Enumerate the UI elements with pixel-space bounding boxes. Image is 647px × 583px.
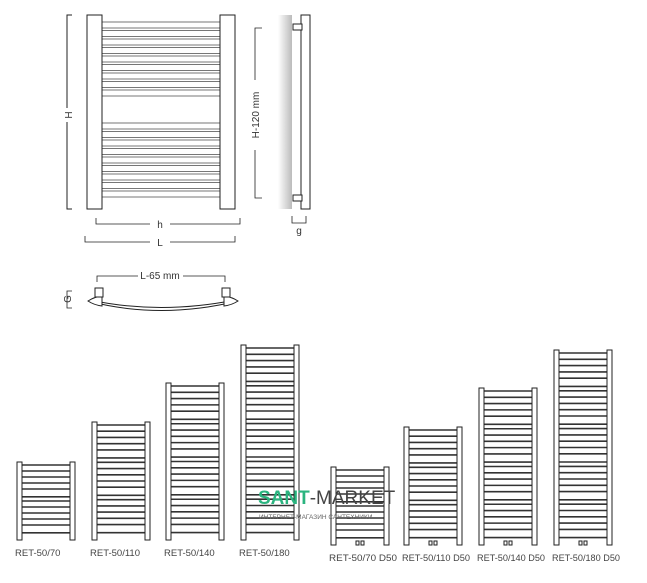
crossbar <box>101 81 221 88</box>
crossbar <box>101 165 221 172</box>
side-height-label: H-120 mm <box>251 92 262 139</box>
crossbar <box>101 122 221 130</box>
crossbar <box>101 21 221 29</box>
model-ret-50-110: RET-50/110 <box>90 421 151 559</box>
model-label: RET-50/180 D50 <box>552 553 620 564</box>
left-collector <box>91 421 98 541</box>
model-ret-50-140-d50: RET-50/140 D50 <box>477 387 545 564</box>
valve <box>428 540 433 546</box>
right-collector <box>144 421 151 541</box>
valve <box>508 540 513 546</box>
crossbar <box>101 38 221 46</box>
right-collector <box>531 387 538 546</box>
right-collector <box>383 466 390 546</box>
model-label: RET-50/70 <box>15 548 60 559</box>
crossbar <box>101 148 221 155</box>
watermark-brand-a: SANT <box>258 488 310 509</box>
left-collector <box>240 344 247 541</box>
valve <box>355 540 360 546</box>
watermark-logo: SANT-MARKET ИНТЕРНЕТ-МАГАЗИН САНТЕХНИКИ <box>258 488 396 521</box>
crossbar <box>101 55 221 63</box>
left-collector <box>403 426 410 546</box>
crossbar <box>101 139 221 147</box>
valve <box>503 540 508 546</box>
height-label: H <box>64 111 75 118</box>
crossbar <box>101 156 221 164</box>
model-label: RET-50/110 <box>90 548 140 559</box>
right-collector <box>606 349 613 546</box>
crossbar <box>101 89 221 97</box>
left-collector <box>478 387 485 546</box>
model-label: RET-50/110 D50 <box>402 553 470 564</box>
crossbar <box>101 72 221 80</box>
right-collector <box>69 461 76 541</box>
svg-text:SANT-MARKET: SANT-MARKET <box>258 488 396 509</box>
overall-width-label: L <box>157 238 163 249</box>
crossbar <box>101 182 221 189</box>
front-crossbars <box>101 21 221 198</box>
crossbar <box>101 30 221 37</box>
valve <box>360 540 365 546</box>
side-view <box>254 14 311 224</box>
left-collector <box>16 461 23 541</box>
watermark-brand-b: -MARKET <box>310 488 396 509</box>
left-collector <box>330 466 337 546</box>
right-collector <box>218 382 225 541</box>
model-lineup: RET-50/70 RET-50/110 RET-50/140 RET-50/180 R… <box>15 344 620 564</box>
model-ret-50-140: RET-50/140 <box>164 382 225 559</box>
model-label: RET-50/180 <box>239 548 290 559</box>
right-collector <box>456 426 463 546</box>
crossbar <box>101 190 221 198</box>
top-depth-label: G <box>63 295 74 303</box>
model-ret-50-70: RET-50/70 <box>15 461 76 559</box>
crossbar <box>101 131 221 138</box>
right-collector <box>219 14 236 210</box>
wall <box>278 15 292 209</box>
side-collector <box>300 14 311 210</box>
model-ret-50-180: RET-50/180 <box>239 344 300 559</box>
crossbar <box>101 64 221 71</box>
valve <box>433 540 438 546</box>
model-label: RET-50/140 <box>164 548 215 559</box>
model-label: RET-50/140 D50 <box>477 553 545 564</box>
watermark-tagline: ИНТЕРНЕТ-МАГАЗИН САНТЕХНИКИ <box>259 514 373 521</box>
left-collector <box>86 14 103 210</box>
crossbar <box>101 173 221 181</box>
top-span-label: L-65 mm <box>140 271 179 282</box>
valve <box>583 540 588 546</box>
left-collector <box>553 349 560 546</box>
model-ret-50-70-d50: RET-50/70 D50 <box>329 466 397 564</box>
model-label: RET-50/70 D50 <box>329 553 397 564</box>
model-ret-50-180-d50: RET-50/180 D50 <box>552 349 620 564</box>
inner-width-label: h <box>157 220 163 231</box>
left-collector <box>165 382 172 541</box>
depth-label: g <box>296 226 302 237</box>
valve <box>578 540 583 546</box>
crossbar <box>101 47 221 54</box>
top-view <box>66 275 239 311</box>
model-ret-50-110-d50: RET-50/110 D50 <box>402 426 470 564</box>
right-collector <box>293 344 300 541</box>
front-view <box>66 14 241 243</box>
